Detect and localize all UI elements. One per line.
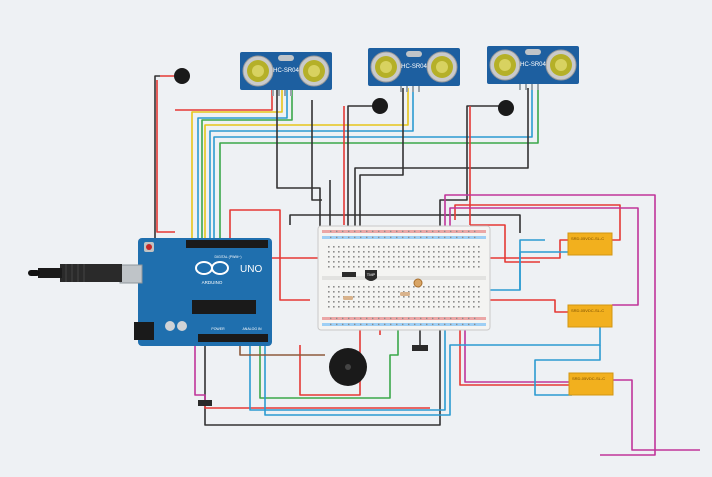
relay-part: SRD-05VDC-SL-C <box>571 236 604 241</box>
vibration-motor-1[interactable] <box>160 68 190 84</box>
ultrasonic-sensor-2[interactable]: HC-SR04 <box>368 48 460 92</box>
wire-green[interactable] <box>259 325 399 399</box>
arduino-uno-board[interactable]: UNO ARDUINO DIGITAL (PWM~) POWER ANALOG … <box>119 238 272 346</box>
arduino-model: UNO <box>240 264 262 275</box>
wire-magenta[interactable] <box>449 207 639 306</box>
wire-black[interactable] <box>347 105 375 228</box>
wire-black[interactable] <box>311 100 322 201</box>
wire-black[interactable] <box>154 75 175 251</box>
relay-part: SRD-05VDC-SL-C <box>572 376 605 381</box>
analog-label: ANALOG IN <box>242 327 262 331</box>
wire-yellow[interactable] <box>191 90 283 240</box>
photoresistor[interactable] <box>413 278 423 288</box>
wire-red[interactable] <box>470 224 540 263</box>
wire-blue[interactable] <box>264 319 612 416</box>
breadboard[interactable] <box>317 225 491 331</box>
wire-blue[interactable] <box>197 90 288 240</box>
digital-label: DIGITAL (PWM~) <box>214 255 241 259</box>
wire-green[interactable] <box>219 88 539 240</box>
usb-cable[interactable] <box>28 264 122 282</box>
wire-black[interactable] <box>276 90 321 228</box>
wire-blue[interactable] <box>519 239 545 290</box>
relay-part: SRD-05VDC-SL-C <box>571 308 604 313</box>
sensor-label: HC-SR04 <box>520 62 546 68</box>
vibration-motor-2[interactable] <box>372 98 388 114</box>
ultrasonic-sensor-3[interactable]: HC-SR04 <box>487 46 579 90</box>
power-label: POWER <box>211 327 225 331</box>
sensor-label: HC-SR04 <box>273 68 299 74</box>
digital-header <box>186 240 268 248</box>
slide-switch-1[interactable] <box>412 345 428 351</box>
wire-red[interactable] <box>299 275 361 396</box>
temperature-sensor[interactable]: TMP <box>365 270 377 281</box>
relay-1[interactable]: SRD-05VDC-SL-C <box>567 232 613 256</box>
wire-black[interactable] <box>439 105 500 228</box>
wire-red[interactable] <box>454 204 621 241</box>
wire-yellow[interactable] <box>204 88 409 240</box>
vibration-motor-3[interactable] <box>498 100 514 116</box>
atmega-chip <box>192 300 256 314</box>
wire-blue[interactable] <box>213 88 533 240</box>
slide-switch-2[interactable] <box>198 400 212 406</box>
relay-3[interactable]: SRD-05VDC-SL-C <box>568 372 614 396</box>
ultrasonic-sensor-1[interactable]: HC-SR04 <box>240 52 332 96</box>
sensor-label: HC-SR04 <box>401 64 427 70</box>
wire-black[interactable] <box>354 88 529 228</box>
wire-magenta[interactable] <box>194 340 206 405</box>
wire-green[interactable] <box>201 90 293 240</box>
relay-2[interactable]: SRD-05VDC-SL-C <box>567 304 613 328</box>
arduino-brand: ARDUINO <box>202 280 223 285</box>
wire-magenta[interactable] <box>612 379 700 451</box>
resistor-1[interactable] <box>343 296 353 300</box>
wire-brown[interactable] <box>239 345 325 356</box>
wire-red[interactable] <box>229 209 310 301</box>
wire-red[interactable] <box>156 80 175 233</box>
sensor-chip-label: TMP <box>367 272 376 277</box>
power-analog-header <box>198 334 268 342</box>
wire-red[interactable] <box>175 90 273 111</box>
wire-black[interactable] <box>204 325 441 426</box>
wire-magenta[interactable] <box>444 194 656 456</box>
wire-black[interactable] <box>359 88 404 228</box>
push-button[interactable] <box>342 272 356 277</box>
breadboard-holes <box>328 230 480 326</box>
wire-red[interactable] <box>204 405 430 409</box>
arduino-logo <box>195 261 229 275</box>
wire-black[interactable] <box>289 214 521 233</box>
resistor-2[interactable] <box>400 292 410 296</box>
piezo-buzzer[interactable] <box>329 348 367 386</box>
wire-blue[interactable] <box>534 345 601 396</box>
